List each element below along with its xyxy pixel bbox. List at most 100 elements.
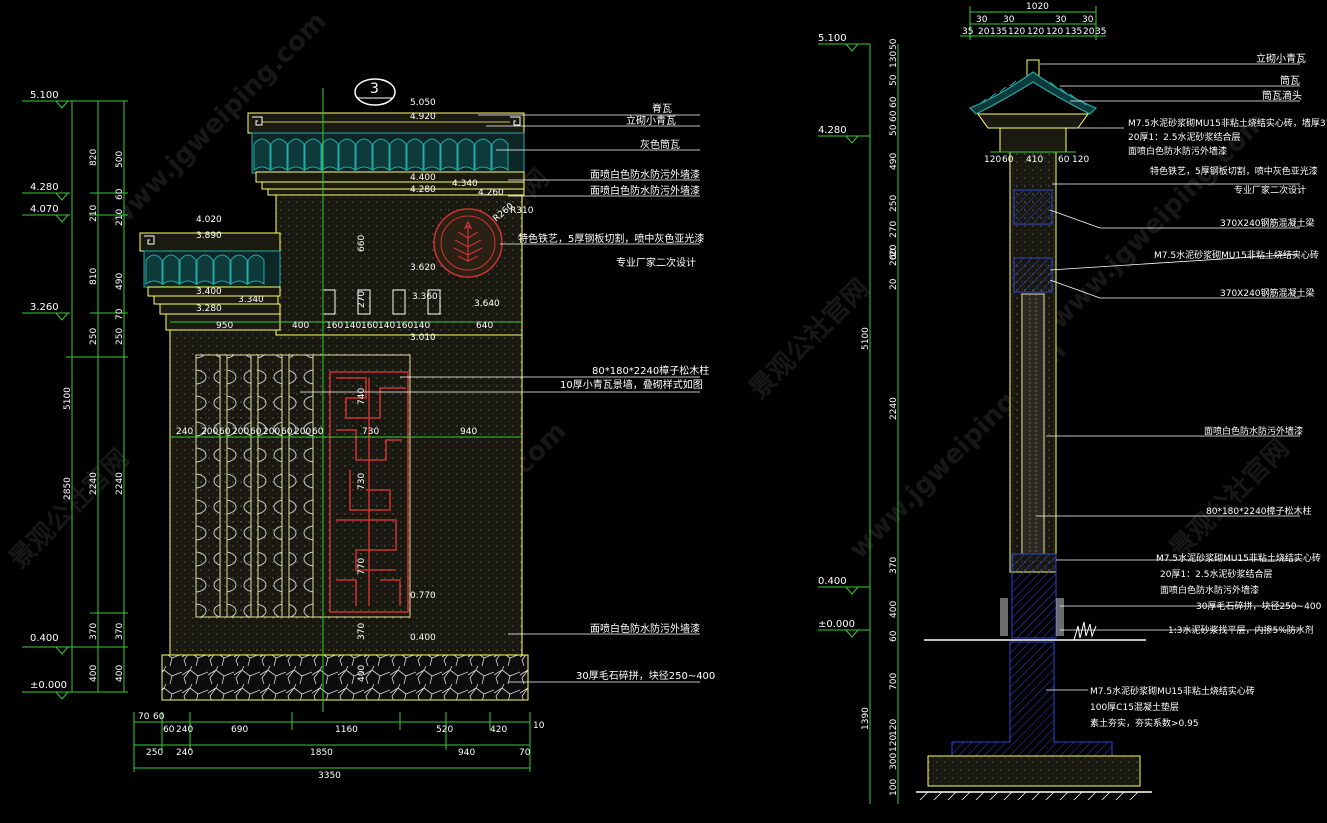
- section-chain-dim: 20: [889, 254, 899, 266]
- bdim2-240: 240: [176, 748, 193, 758]
- sec-level-5100: 5.100: [818, 33, 847, 44]
- bdim-10: 10: [533, 721, 545, 731]
- tile-wall-panels: [195, 354, 411, 618]
- level-4070: 4.070: [30, 204, 59, 215]
- sec-top-120c: 120: [1046, 27, 1063, 37]
- roof-tile: [304, 138, 322, 171]
- section-chain-dim: 130: [889, 51, 899, 68]
- rowdim-160c: 160: [396, 321, 413, 331]
- sec-top-120a: 120: [1008, 27, 1025, 37]
- elev-4340: 4.340: [452, 179, 478, 189]
- sec-ann-wood-post: 80*180*2240樟子松木柱: [1206, 505, 1312, 517]
- section-chain-dim: 270: [889, 221, 899, 238]
- sec-top-135a: 135: [990, 27, 1007, 37]
- dim-inner-370: 370: [115, 623, 125, 640]
- roof-tile: [440, 138, 458, 171]
- section-top-dims: [960, 6, 1106, 40]
- roof-tile: [338, 138, 356, 171]
- roof-tile: [213, 254, 231, 285]
- ann-iron-art: 特色铁艺，5厚钢板切割，喷中灰色亚光漆: [518, 232, 704, 245]
- ann-paint-2: 面喷白色防水防污外墙漆: [590, 184, 700, 197]
- sec-ann-beam-1: 370X240钢筋混凝土梁: [1220, 217, 1315, 229]
- section-chain-dim: 100: [889, 779, 899, 796]
- ann-rubble: 30厚毛石碎拼，块径250~400: [576, 669, 715, 682]
- bottom-dim-lines: [133, 712, 531, 772]
- roof-tile: [287, 138, 305, 171]
- roof-tile: [457, 138, 475, 171]
- iron-art-emblem: [433, 208, 503, 278]
- sec-ann-mortar-2: 20厚1：2.5水泥砂浆结合层: [1160, 568, 1273, 580]
- elev-4260: 4.260: [478, 188, 504, 198]
- dim-r310: R310: [510, 206, 534, 216]
- roof-tile: [230, 254, 248, 285]
- middim-60c: 60: [281, 427, 293, 437]
- bdim-240: 240: [176, 725, 193, 735]
- sec-ann-rubble: 30厚毛石碎拼，块径250~400: [1196, 600, 1322, 612]
- section-chain-dim: 50: [889, 74, 899, 86]
- sec-w-120b: 120: [1072, 155, 1089, 165]
- sec-ann-tube-tile: 筒瓦: [1280, 74, 1300, 87]
- dim-inner-250: 250: [115, 328, 125, 345]
- dim-270: 270: [357, 291, 367, 308]
- roof-tile: [406, 138, 424, 171]
- dim-2850: 2850: [63, 477, 73, 500]
- dim-250: 250: [89, 328, 99, 345]
- stone-base: [161, 654, 529, 701]
- sec-ann-brick-370: M7.5水泥砂浆砌MU15非粘土烧结实心砖，墙厚370: [1128, 117, 1327, 129]
- dim-inner-500: 500: [115, 151, 125, 168]
- dim-770: 770: [357, 558, 367, 575]
- section-chain-dim: 2240: [889, 397, 899, 420]
- watermark-main-3: 景观公社官网: [1163, 433, 1295, 565]
- sec-ann-screed: 1:3水泥砂浆找平层，内掺5%防水剂: [1168, 624, 1314, 636]
- bdim2-1850: 1850: [310, 748, 333, 758]
- side-section: 1020 30 30 30 30 35 20 135 120 120 120 1…: [818, 2, 1327, 804]
- section-chain-dim: 50: [889, 38, 899, 50]
- roof-tile: [491, 138, 509, 171]
- left-level-markers: [22, 100, 70, 700]
- sec-level-4280: 4.280: [818, 125, 847, 136]
- elev-4020: 4.020: [196, 215, 222, 225]
- roof-tile: [372, 138, 390, 171]
- ann-paint-3: 面喷白色防水防污外墙漆: [590, 622, 700, 635]
- dim-370-inner: 370: [357, 623, 367, 640]
- sec-top-1020: 1020: [1026, 2, 1049, 12]
- ann-paint-1: 面喷白色防水防污外墙漆: [590, 168, 700, 181]
- sec-level-0400: 0.400: [818, 576, 847, 587]
- section-chain-dim: 700: [889, 673, 899, 690]
- dim-inner-490: 490: [115, 273, 125, 290]
- roof-tile: [423, 138, 441, 171]
- roof-tile: [389, 138, 407, 171]
- section-column: [916, 151, 1152, 801]
- sec-ann-iron-art: 特色铁艺，5厚钢板切割，喷中灰色亚光漆: [1150, 165, 1318, 177]
- rowdim-640: 640: [476, 321, 493, 331]
- dim-400-inner: 400: [357, 665, 367, 682]
- section-chain-dim: 60: [889, 96, 899, 108]
- ann-wood-post: 80*180*2240樟子松木柱: [592, 364, 709, 377]
- bdim-420: 420: [490, 725, 507, 735]
- dim-inner-2240: 2240: [115, 472, 125, 495]
- sec-total-5100: 5100: [861, 327, 871, 350]
- sec-ann-paint-2: 面喷白色防水防污外墙漆: [1204, 425, 1303, 437]
- rowdim-160a: 160: [326, 321, 343, 331]
- section-chain-dim: 20: [889, 244, 899, 256]
- bdim-70: 70: [138, 712, 150, 722]
- elev-3010: 3.010: [410, 333, 436, 343]
- section-chain-dim: 120: [889, 735, 899, 752]
- dim-660: 660: [357, 235, 367, 252]
- ann-ridge-tile: 脊瓦: [652, 102, 672, 115]
- dim-210: 210: [89, 205, 99, 222]
- rowdim-140a: 140: [344, 321, 361, 331]
- roof-tile: [321, 138, 339, 171]
- section-chain-dim: 300: [889, 753, 899, 770]
- bdim-total-3350: 3350: [318, 771, 341, 781]
- level-4280: 4.280: [30, 182, 59, 193]
- sec-ann-paint-1: 面喷白色防水防污外墙漆: [1128, 145, 1227, 157]
- bdim-690: 690: [231, 725, 248, 735]
- sec-top-135b: 135: [1065, 27, 1082, 37]
- sec-top-20a: 20: [978, 27, 990, 37]
- bdim-520: 520: [436, 725, 453, 735]
- watermark-main-4: 景观公社官网: [3, 443, 135, 575]
- lower-roof: [139, 232, 281, 331]
- sec-top-35a: 35: [962, 27, 973, 37]
